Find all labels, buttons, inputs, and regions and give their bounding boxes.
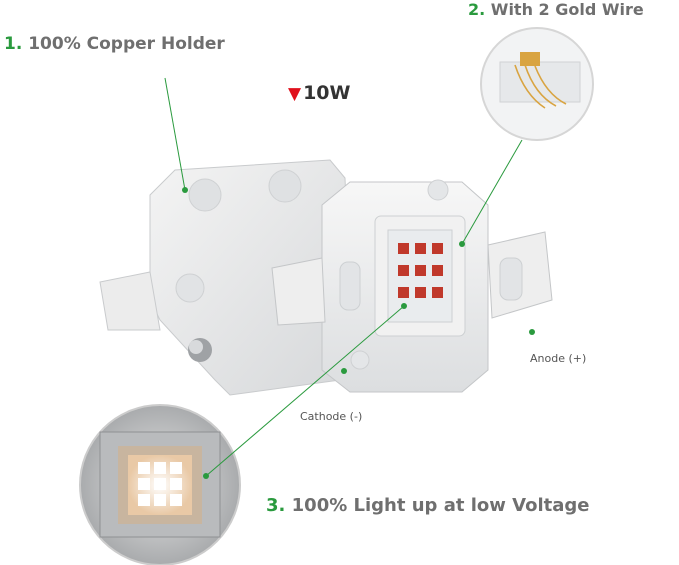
callout-lines	[164, 77, 523, 477]
front-led-plate	[271, 179, 553, 393]
callout-number: 2.	[468, 0, 486, 19]
power-value: 10W	[303, 82, 351, 104]
lit-led-zoom	[79, 404, 241, 565]
down-triangle-icon: ▼	[288, 84, 302, 104]
callout-text: 100% Copper Holder	[28, 34, 225, 54]
callout-text: 100% Light up at low Voltage	[291, 495, 590, 516]
red-led-chips	[398, 243, 443, 298]
callout-dots	[182, 187, 535, 479]
power-rating: ▼10W	[288, 82, 350, 104]
callout-text: With 2 Gold Wire	[490, 0, 644, 19]
callout-copper-holder: 1. 100% Copper Holder	[4, 34, 225, 54]
gold-wire-zoom	[480, 27, 594, 141]
callout-low-voltage: 3. 100% Light up at low Voltage	[266, 495, 589, 516]
callout-gold-wire: 2. With 2 Gold Wire	[468, 0, 644, 19]
callout-number: 1.	[4, 34, 23, 54]
anode-label: Anode (+)	[530, 352, 587, 365]
callout-number: 3.	[266, 495, 286, 516]
cathode-label: Cathode (-)	[300, 410, 363, 423]
back-led-plate	[99, 159, 351, 396]
